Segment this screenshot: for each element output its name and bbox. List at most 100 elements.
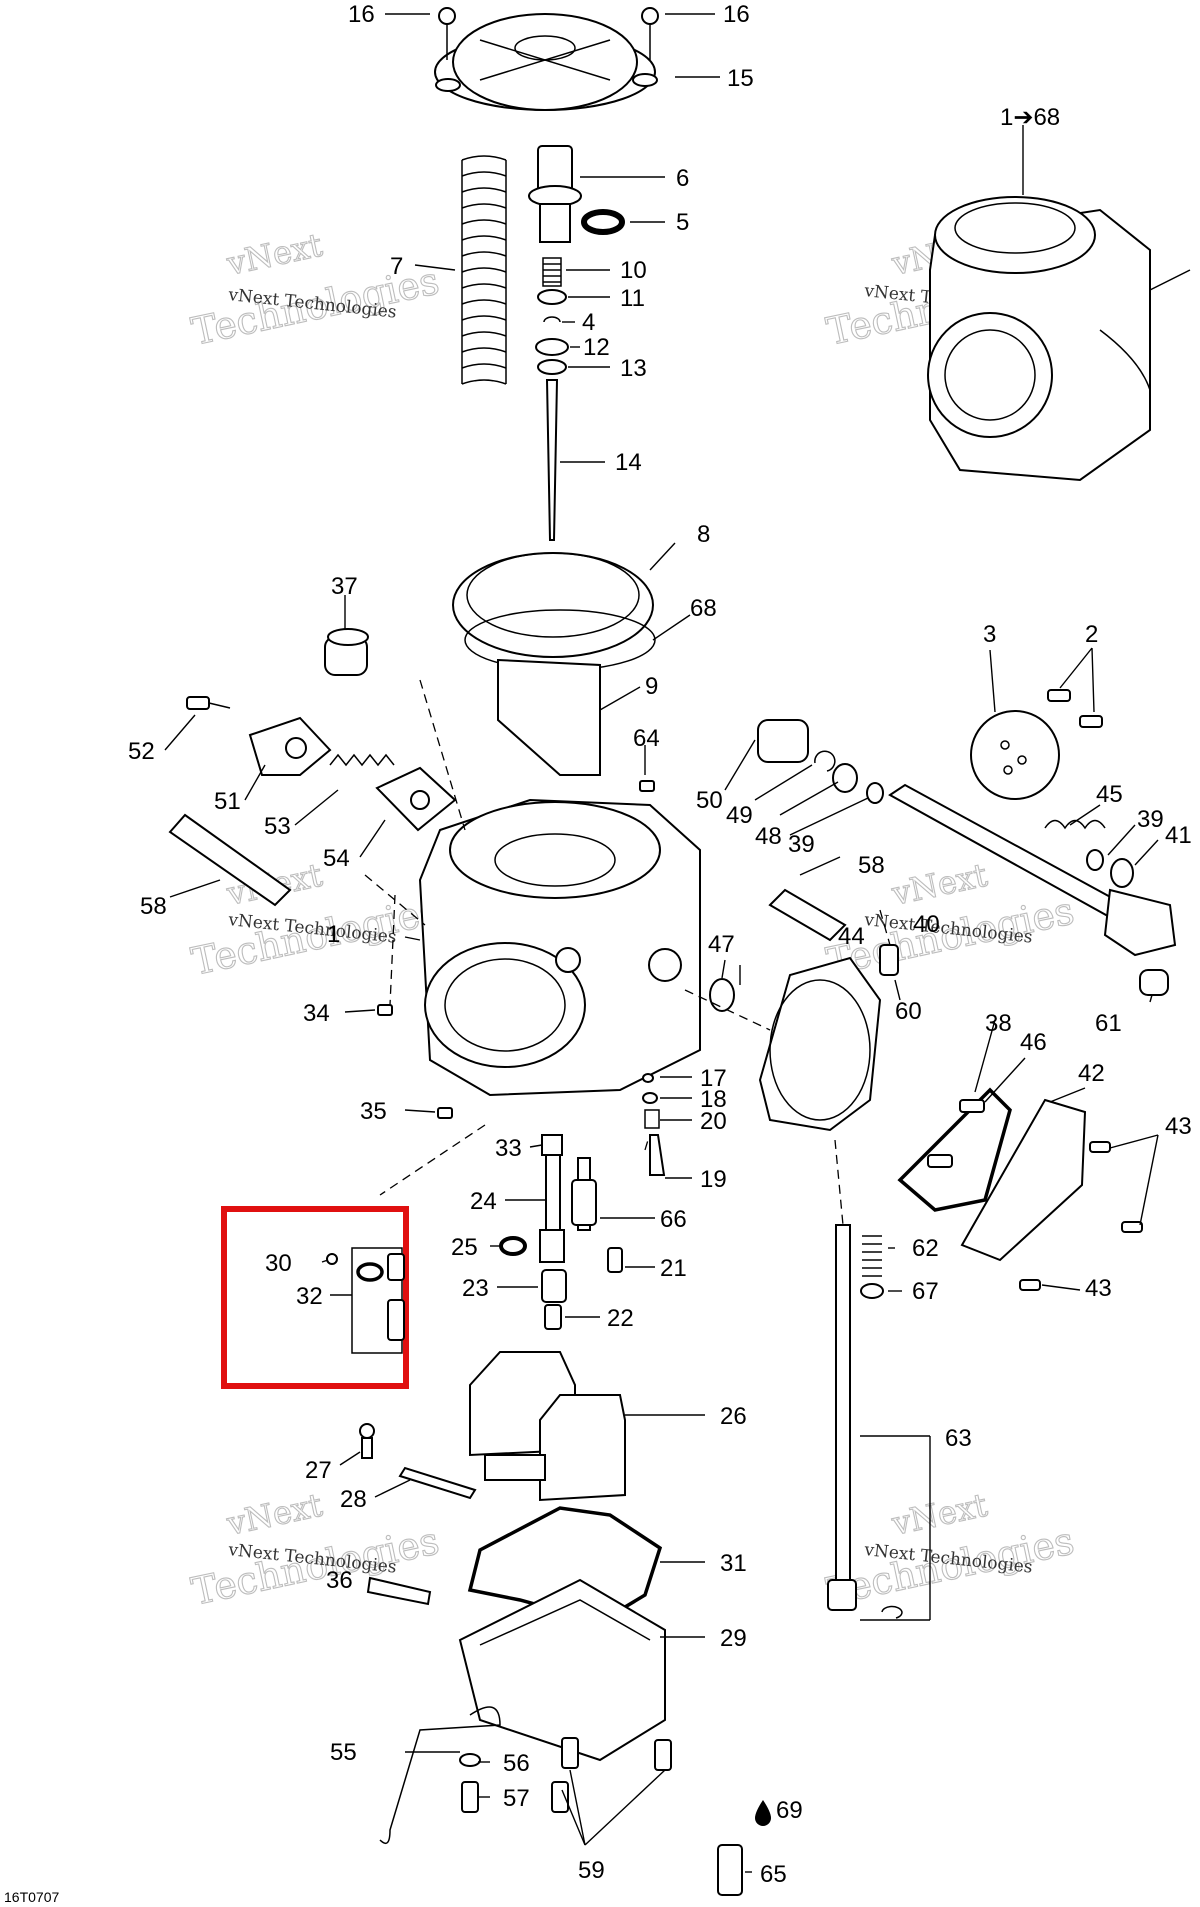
- callout-13: 13: [620, 355, 647, 382]
- callout-33: 33: [495, 1135, 522, 1162]
- screw-part: [359, 1423, 375, 1459]
- gasket-part: [897, 1087, 1012, 1212]
- washer-part: [459, 1753, 481, 1767]
- callout-56: 56: [503, 1750, 530, 1777]
- drawing-code: 16T0707: [4, 1889, 59, 1905]
- callout-21: 21: [660, 1255, 687, 1282]
- drain-screw-part: [366, 1576, 432, 1606]
- callout-9: 9: [645, 673, 658, 700]
- screw-part: [959, 1099, 985, 1113]
- o-ring-part: [499, 1236, 527, 1256]
- callout-18: 18: [700, 1086, 727, 1113]
- clip-part: [814, 750, 836, 772]
- plug-part: [717, 1844, 743, 1896]
- bowl-gasket-part: [467, 1506, 663, 1624]
- callout-11: 11: [620, 285, 645, 312]
- callout-6: 6: [676, 165, 689, 192]
- callout-24: 24: [470, 1188, 497, 1215]
- spacer-part: [535, 338, 569, 356]
- callout-64: 64: [633, 725, 660, 752]
- callout-59: 59: [578, 1857, 605, 1884]
- callout-53: 53: [264, 813, 291, 840]
- callout-14: 14: [615, 449, 642, 476]
- washer-part: [832, 763, 858, 793]
- diaphragm-part: [452, 552, 656, 776]
- callout-3: 3: [983, 621, 996, 648]
- callout-47: 47: [708, 931, 735, 958]
- callout-38: 38: [985, 1010, 1012, 1037]
- plug-part: [1139, 969, 1169, 996]
- callout-7: 7: [390, 253, 403, 280]
- clip-part: [543, 316, 561, 323]
- cover-plate-part: [960, 1098, 1087, 1262]
- clip-part: [881, 1605, 903, 1619]
- float-bowl-part: [458, 1578, 666, 1762]
- callout-66: 66: [660, 1206, 687, 1233]
- watermark-line1: vNext: [223, 226, 326, 283]
- watermark-mid-left: vNext Technologies vNext Technologies: [187, 855, 443, 984]
- callout-50: 50: [696, 787, 723, 814]
- callout-51: 51: [214, 788, 241, 815]
- kit-callout: 1➔68: [1000, 104, 1060, 131]
- washer-part: [537, 289, 567, 305]
- callout-10: 10: [620, 257, 647, 284]
- pump-housing-part: [758, 956, 882, 1132]
- screw-part: [551, 1781, 569, 1813]
- needle-holder-part: [528, 145, 582, 243]
- washer-part: [1110, 858, 1134, 888]
- drain-tube-part: [379, 1706, 501, 1845]
- throttle-shaft-part: [888, 783, 1177, 957]
- callout-63: 63: [945, 1425, 972, 1452]
- screw-part: [377, 1004, 393, 1016]
- callout-67: 67: [912, 1278, 939, 1305]
- callout-48: 48: [755, 823, 782, 850]
- callout-31: 31: [720, 1550, 747, 1577]
- choke-plunger-part: [827, 1224, 857, 1611]
- callout-29: 29: [720, 1625, 747, 1652]
- callout-20: 20: [700, 1108, 727, 1135]
- callout-23: 23: [462, 1275, 489, 1302]
- callout-17: 17: [700, 1065, 727, 1092]
- callout-61: 61: [1095, 1010, 1122, 1037]
- plate-part: [375, 766, 457, 832]
- fitting-part: [879, 944, 899, 976]
- callout-39: 39: [1137, 806, 1164, 833]
- o-ring-part: [709, 978, 735, 1012]
- callout-44: 44: [838, 923, 865, 950]
- o-ring-part: [866, 782, 884, 804]
- callout-36: 36: [326, 1567, 353, 1594]
- float-part: [469, 1351, 626, 1502]
- fuel-drop-icon: [755, 1800, 771, 1826]
- highlight-box: [221, 1206, 409, 1389]
- o-ring-part: [642, 1092, 658, 1104]
- callout-16: 16: [723, 1, 750, 28]
- watermark-line1: vNext: [223, 1486, 326, 1543]
- callout-15: 15: [727, 65, 754, 92]
- callout-42: 42: [1078, 1060, 1105, 1087]
- callout-55: 55: [330, 1739, 357, 1766]
- callout-39: 39: [788, 831, 815, 858]
- callout-41: 41: [1165, 822, 1192, 849]
- screw-part: [1047, 689, 1071, 702]
- callout-60: 60: [895, 998, 922, 1025]
- callout-4: 4: [582, 309, 595, 336]
- cover-screw-left: [438, 7, 456, 60]
- callout-28: 28: [340, 1486, 367, 1513]
- assembly-inset: [927, 196, 1191, 482]
- watermark-line1: vNext: [888, 856, 991, 913]
- screw-part: [461, 1781, 479, 1813]
- callout-46: 46: [1020, 1029, 1047, 1056]
- spring-part: [862, 1235, 882, 1277]
- cover-screw-right: [641, 7, 659, 60]
- cap-part: [324, 628, 369, 676]
- float-pin-part: [398, 1466, 477, 1500]
- callout-57: 57: [503, 1785, 530, 1812]
- jet-holder-part: [541, 1269, 567, 1303]
- spring-part: [1044, 819, 1106, 830]
- screw-part: [639, 780, 655, 792]
- slide-spring-part: [461, 155, 507, 385]
- watermark-bottom-right: vNext Technologies vNext Technologies: [822, 1485, 1078, 1614]
- callout-45: 45: [1096, 781, 1123, 808]
- washer-part: [537, 359, 567, 375]
- assembly-lines: [364, 679, 891, 1226]
